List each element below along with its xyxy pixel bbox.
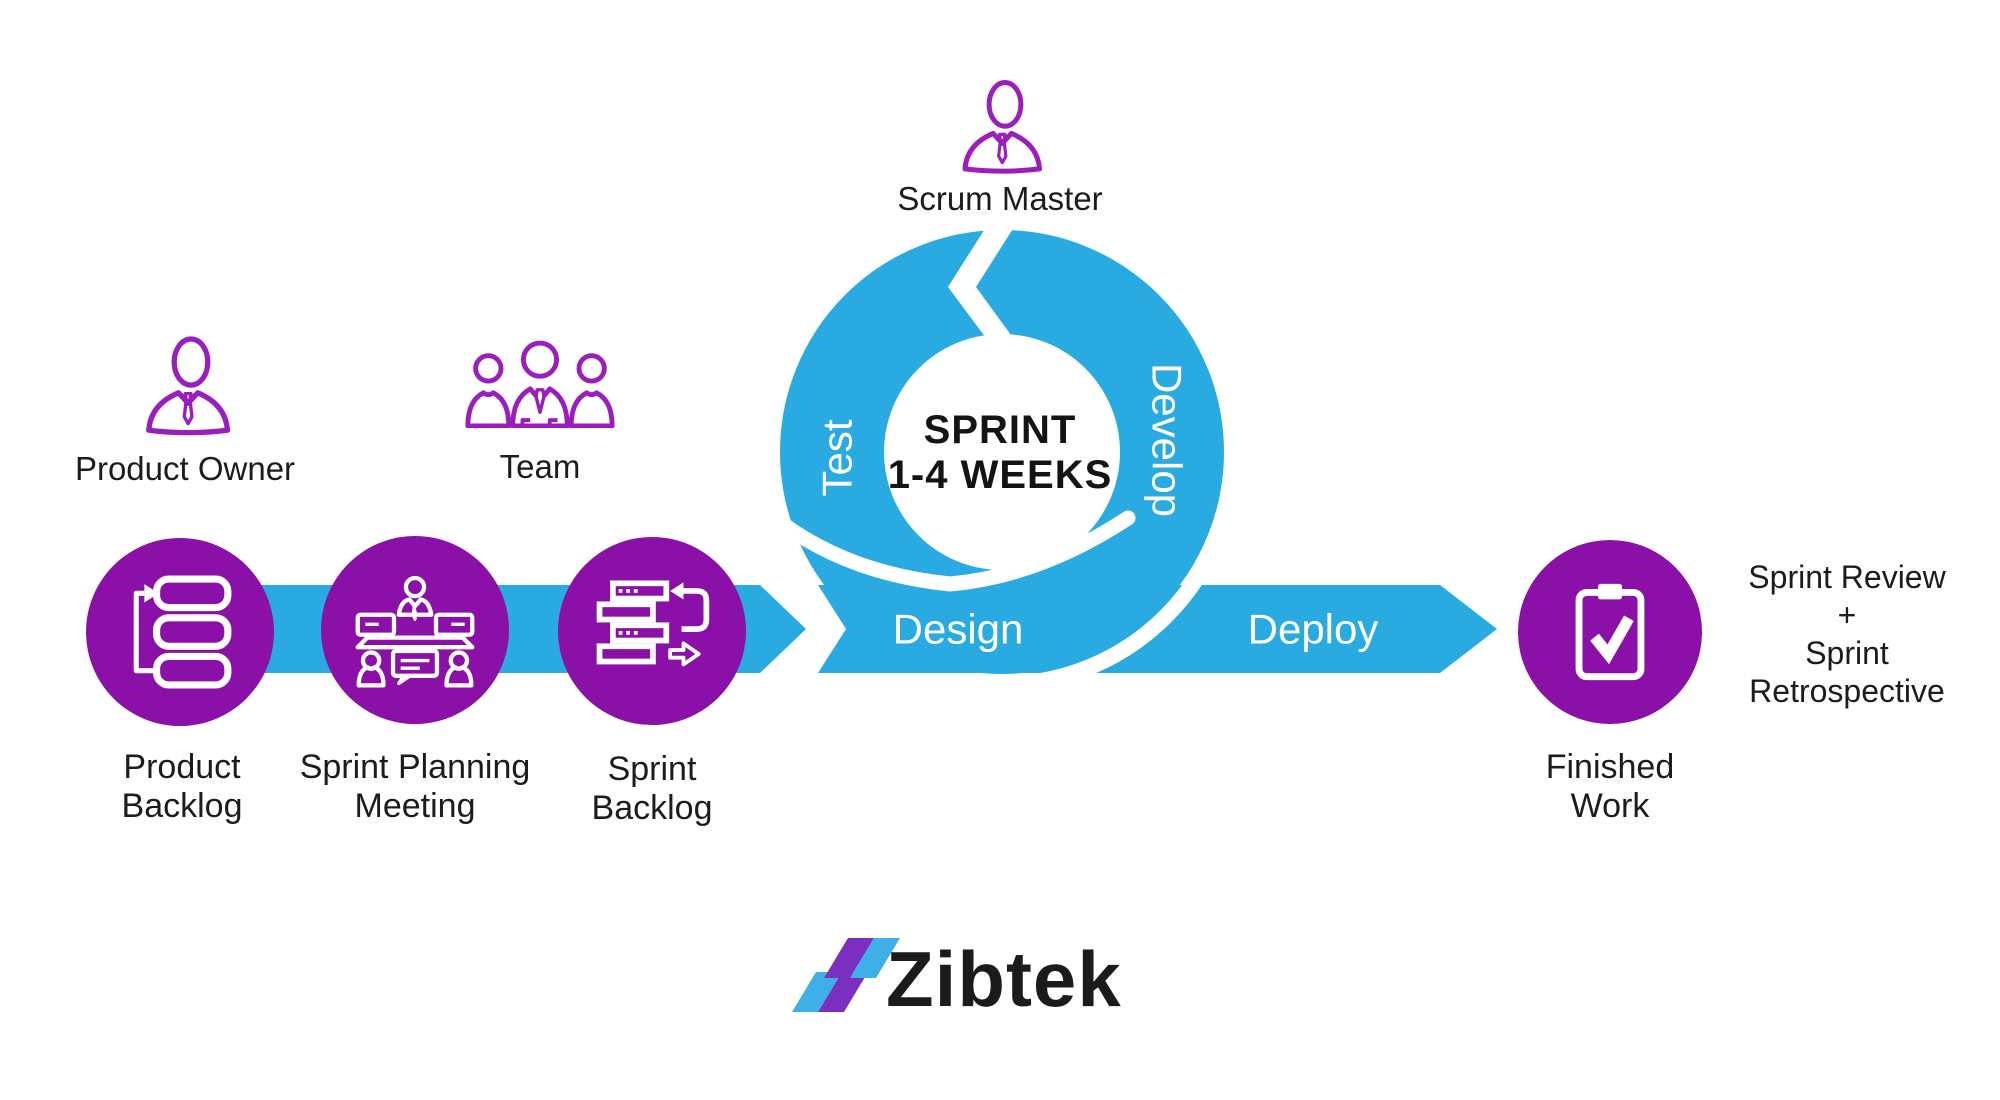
meeting-table-icon [355,575,475,688]
sprint-planning-label: Sprint Planning Meeting [299,748,531,825]
clipboard-check-icon [1575,583,1645,681]
ring-band-separator-left [772,510,1136,592]
zibtek-logo-mark-icon [792,938,900,1012]
backlog-list-icon [133,575,232,689]
sprint-planning-circle [321,536,509,724]
finished-work-label: Finished Work [1545,748,1675,825]
cycle-design-label: Design [893,606,1024,653]
product-owner-label: Product Owner [74,450,296,487]
scrum-master-icon [962,80,1043,174]
zibtek-logo-text: Zibtek [886,935,1122,1023]
sprint-center-title: SPRINT [924,408,1077,452]
task-loop-icon [596,580,710,667]
scrum-master-label: Scrum Master [897,180,1103,217]
sprint-backlog-label: Sprint Backlog [591,750,713,827]
ring-arrow-notch [948,213,1023,342]
sprint-center-duration: 1-4 WEEKS [888,453,1113,497]
cycle-test-label: Test [814,419,861,496]
team-label: Team [499,448,581,485]
sprint-review-note: Sprint Review + Sprint Retrospective [1748,559,1946,709]
cycle-develop-label: Develop [1144,363,1191,517]
product-backlog-circle [86,538,274,726]
ring-band-separator-right [1025,542,1222,691]
finished-work-circle [1518,540,1702,724]
cycle-deploy-label: Deploy [1248,606,1379,653]
sprint-cycle-ring [780,230,1224,674]
product-backlog-label: Product Backlog [121,748,243,825]
team-icon [465,340,615,428]
product-owner-icon [146,336,231,436]
sprint-backlog-circle [558,537,746,725]
